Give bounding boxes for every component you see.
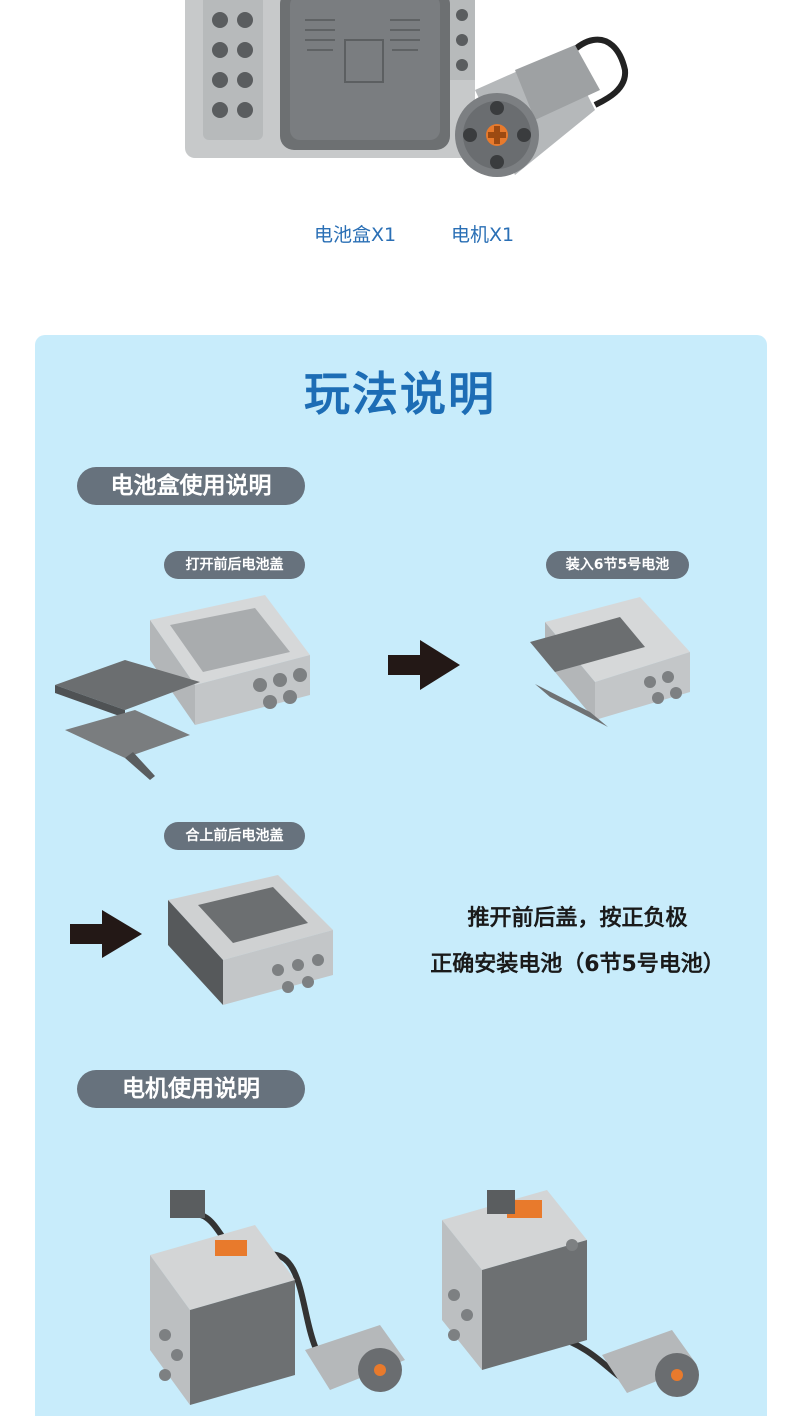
instruction-panel [35,335,767,1416]
instruction-line1: 推开前后盖，按正负极 [467,906,688,931]
instruction-line2: 正确安装电池（6节5号电池） [430,952,725,977]
motor-caption: 电机X1 [451,224,515,246]
panel-title: 玩法说明 [304,367,496,421]
step1-label: 打开前后电池盖 [164,551,305,579]
arrow-right-icon [388,640,460,690]
arrow-right-icon [70,910,142,958]
motor-section-heading: 电机使用说明 [77,1070,305,1108]
motor-connection-right-icon [442,1190,699,1397]
step2-label: 装入6节5号电池 [546,551,689,579]
battery-section-heading: 电池盒使用说明 [77,467,305,505]
step3-label: 合上前后电池盖 [164,822,305,850]
open-battery-box-icon [55,595,310,780]
motor-icon [455,36,629,177]
battery-box-loaded-icon [530,597,690,727]
battery-box-icon [185,0,475,158]
battery-box-caption: 电池盒X1 [314,224,397,246]
closed-battery-box-icon [168,875,333,1005]
motor-connection-left-icon [150,1190,405,1405]
